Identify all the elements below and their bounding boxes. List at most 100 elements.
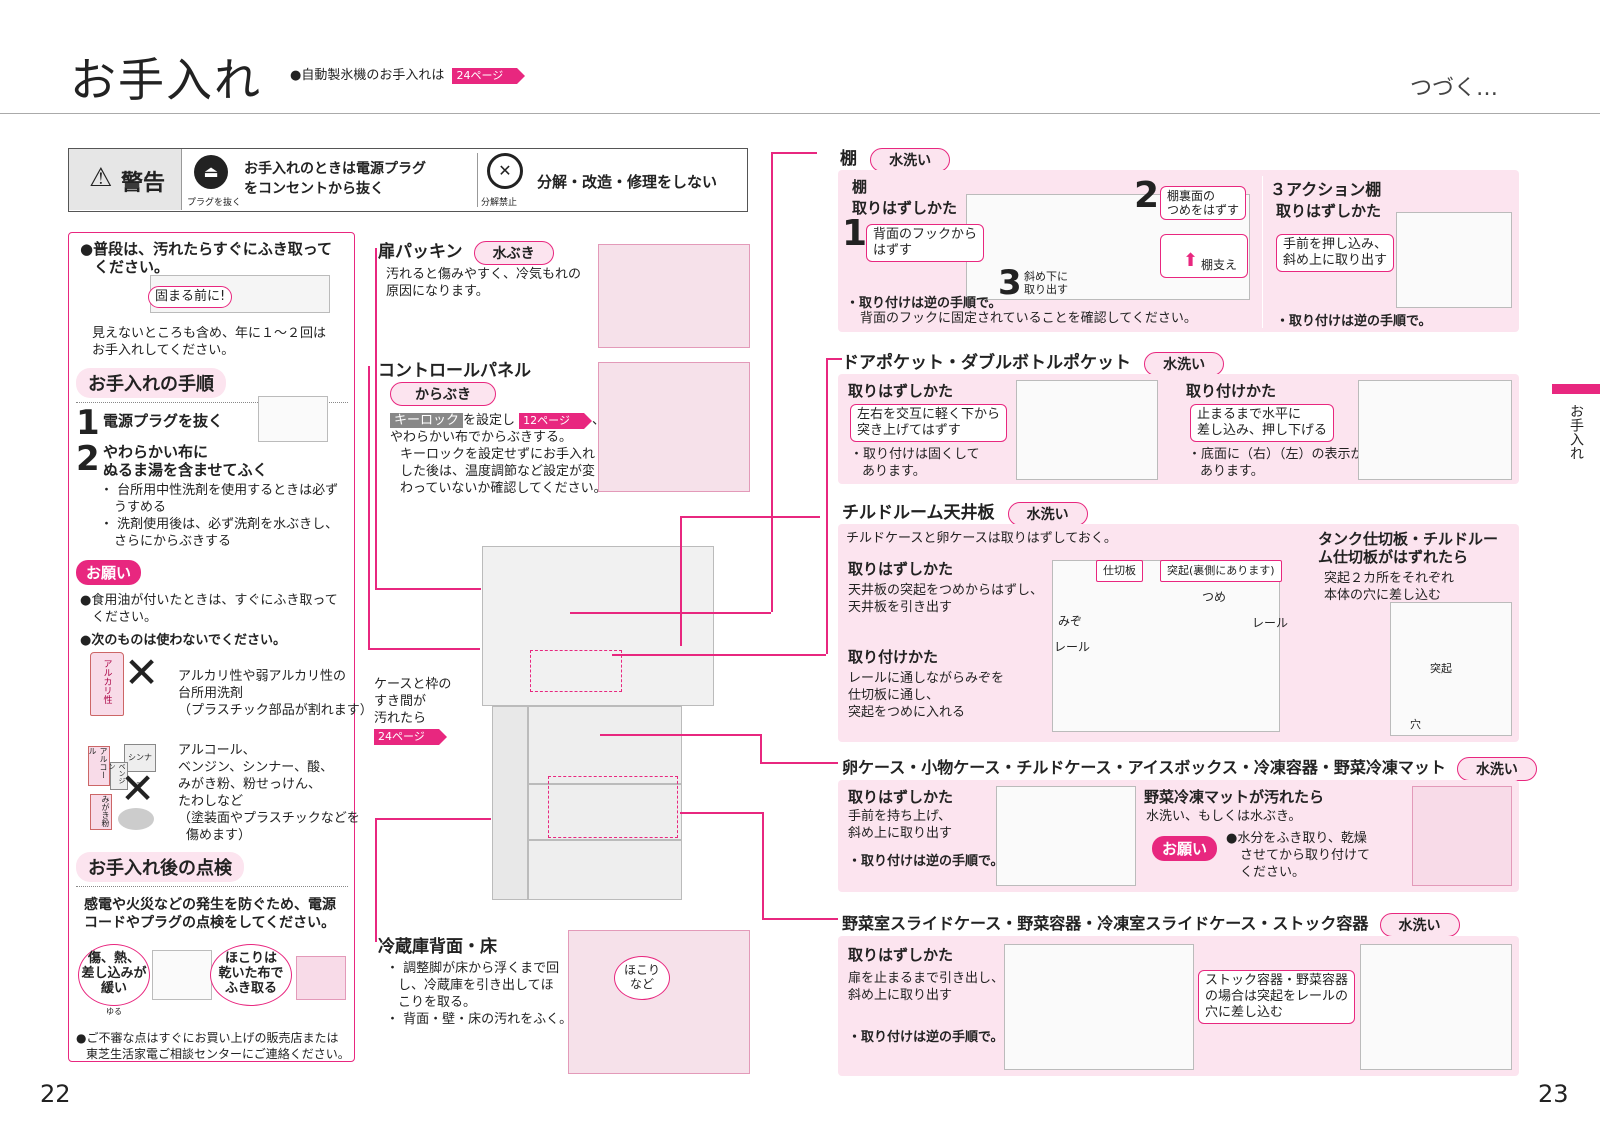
plug-check-illustration xyxy=(152,950,212,1000)
action-shelf-callout: 手前を押し込み、 斜め上に取り出す xyxy=(1276,234,1395,272)
gasket-line1: 汚れると傷みやすく、冷気もれの xyxy=(386,267,582,282)
yearly-line2: お手入れしてください。 xyxy=(92,343,235,358)
pocket-pill: 水洗い xyxy=(1144,351,1225,376)
veg-title: 野菜室スライドケース・野菜容器・冷凍室スライドケース・ストック容器 xyxy=(842,914,1369,933)
no-disassembly-caption: 分解禁止 xyxy=(481,198,518,208)
fridge-back-illustration xyxy=(568,930,750,1074)
page-ref-link[interactable]: 24ページ xyxy=(452,67,526,84)
fridge-drawer-chilled xyxy=(528,706,682,784)
fridge-illustration xyxy=(482,546,714,706)
step1-num: 1 xyxy=(76,403,100,443)
panel-pill: からぶき xyxy=(390,382,496,406)
shelf-step2-num: 2 xyxy=(1134,175,1160,216)
label-hole: 穴 xyxy=(1410,718,1421,731)
cloth-wipe-illustration xyxy=(296,956,346,1000)
side-tab-label: お手入れ xyxy=(1568,404,1584,460)
ruby-loose: ゆる xyxy=(106,1007,122,1016)
shelf-attach-note: 背面のフックに固定されていることを確認してください。 xyxy=(860,311,1197,326)
side-tab-bar xyxy=(1552,384,1600,394)
shelf-step1-num: 1 xyxy=(842,213,868,254)
gasket-illustration xyxy=(598,244,750,348)
no-disassembly-icon: ✕ xyxy=(487,153,523,189)
check-heading: お手入れ後の点検 xyxy=(76,852,348,887)
intro-line1: ●普段は、汚れたらすぐにふき取って xyxy=(80,240,333,258)
shelf-heading: 棚 水洗い xyxy=(840,144,951,172)
page-number-right: 23 xyxy=(1538,1080,1569,1108)
oil-line2: ください。 xyxy=(92,610,158,625)
chilled-attach: 取り付けかた xyxy=(848,648,939,666)
shelf-support-callout: ⬆ 棚支え xyxy=(1160,234,1248,278)
step2-line2: ぬるま湯を含ませてふく xyxy=(103,461,268,479)
panel-line2: やわらかい布でからぶきする。 xyxy=(390,430,573,445)
intro-line2: ください。 xyxy=(94,258,170,276)
gap-highlight xyxy=(530,650,622,692)
chilled-remove: 取りはずしかた xyxy=(848,560,954,578)
veg-heading: 野菜室スライドケース・野菜容器・冷凍室スライドケース・ストック容器 水洗い xyxy=(842,910,1460,937)
warning-item1-line2: をコンセントから抜く xyxy=(244,181,384,197)
ng2-line6: 傷めます） xyxy=(186,828,252,843)
ng1-line2: 台所用洗剤 xyxy=(178,686,244,701)
gap-line1: ケースと枠の xyxy=(374,677,452,692)
mat-illustration xyxy=(1412,786,1512,886)
gap-line3: 汚れたら xyxy=(374,711,427,726)
donotuse: ●次のものは使わないでください。 xyxy=(80,633,286,648)
header-rule xyxy=(0,113,1600,114)
check-line2: コードやプラグの点検をしてください。 xyxy=(84,915,336,931)
action-shelf-attach: ・取り付けは逆の手順で。 xyxy=(1276,314,1432,329)
ng2-line4: たわしなど xyxy=(178,794,244,809)
action-shelf-title: ３アクション棚 xyxy=(1270,180,1382,199)
unplug-caption: プラグを抜く xyxy=(187,198,242,208)
action-shelf-illustration xyxy=(1396,212,1512,308)
egg-remove: 取りはずしかた xyxy=(848,788,954,806)
label-groove: みぞ xyxy=(1058,614,1083,628)
pocket-remove: 取りはずしかた xyxy=(848,382,954,400)
chilled-pill: 水洗い xyxy=(1007,501,1088,526)
plug-outlet-illustration xyxy=(258,396,328,442)
header-note: ●自動製氷機のお手入れは 24ページ xyxy=(290,64,526,84)
warning-triangle-icon: ⚠ xyxy=(89,163,113,193)
chilled-title: チルドルーム天井板 xyxy=(842,503,995,523)
step2-line1: やわらかい布に xyxy=(103,443,209,461)
warning-item1-line1: お手入れのときは電源プラグ xyxy=(244,161,426,177)
unplug-icon: ⏏ xyxy=(194,155,228,189)
step2-note1b: うすめる xyxy=(114,500,167,515)
warning-box: ⚠ 警告 ⏏ プラグを抜く お手入れのときは電源プラグ をコンセントから抜く ✕… xyxy=(68,148,748,212)
step2-note1a: ・ 台所用中性洗剤を使用するときは必ず xyxy=(100,483,339,498)
contact-line2: 東芝生活家電ご相談センターにご連絡ください。 xyxy=(86,1047,350,1061)
continued-label: つづく… xyxy=(1409,76,1498,101)
control-panel-illustration xyxy=(598,362,750,492)
pocket-remove-illustration xyxy=(1016,380,1158,480)
panel-title: コントロールパネル xyxy=(378,361,531,381)
alcohol-can-icon: アルコール xyxy=(88,746,110,786)
back-line1: ・ 調整脚が床から浮くまで回 xyxy=(386,961,560,976)
gasket-title: 扉パッキン xyxy=(378,242,463,262)
gasket-heading: 扉パッキン 水ぶき xyxy=(378,237,554,265)
shelf-step1-callout: 背面のフックから はずす xyxy=(866,224,985,262)
chilled-lead: チルドケースと卵ケースは取りはずしておく。 xyxy=(846,531,1117,546)
prohibited-cross-icon: ✕ xyxy=(124,648,160,697)
pocket-heading: ドアポケット・ダブルボトルポケット 水洗い xyxy=(842,348,1225,376)
egg-attach: ・取り付けは逆の手順で。 xyxy=(848,854,1004,869)
pocket-title: ドアポケット・ダブルボトルポケット xyxy=(842,353,1131,373)
benzine-can-icon: ベンジン xyxy=(108,762,128,790)
ng2-line5: （塗装面やプラスチックなどを xyxy=(178,811,360,826)
mat-request-badge: お願い xyxy=(1152,836,1218,861)
bottle-label: アルカリ性 xyxy=(101,659,112,704)
bubble-dust-back: ほこり など xyxy=(614,956,670,1000)
bubble-before-hard: 固まる前に! xyxy=(148,286,233,308)
shelf-step3-num: 3 xyxy=(998,263,1022,303)
contact-line1: ●ご不審な点はすぐにお買い上げの販売店または xyxy=(76,1031,339,1045)
request-badge: お願い xyxy=(76,560,142,585)
chilled-illustration xyxy=(1052,560,1280,732)
fridge-body xyxy=(492,706,528,900)
pocket-attach-callout: 止まるまで水平に 差し込み、押し下げる xyxy=(1190,404,1335,442)
scrubber-icon xyxy=(118,808,154,830)
panel-page-ref[interactable]: 12ページ xyxy=(519,412,592,429)
check-line1: 感電や火災などの発生を防ぐため、電源 xyxy=(84,897,336,913)
fridge-drawer-freezer xyxy=(528,840,682,900)
label-rail1: レール xyxy=(1252,616,1289,630)
gap-page-ref[interactable]: 24ページ xyxy=(374,729,447,745)
mat-title: 野菜冷凍マットが汚れたら xyxy=(1144,788,1325,806)
gap-line2: すき間が xyxy=(374,694,427,709)
step2-note2b: さらにからぶきする xyxy=(114,534,232,549)
